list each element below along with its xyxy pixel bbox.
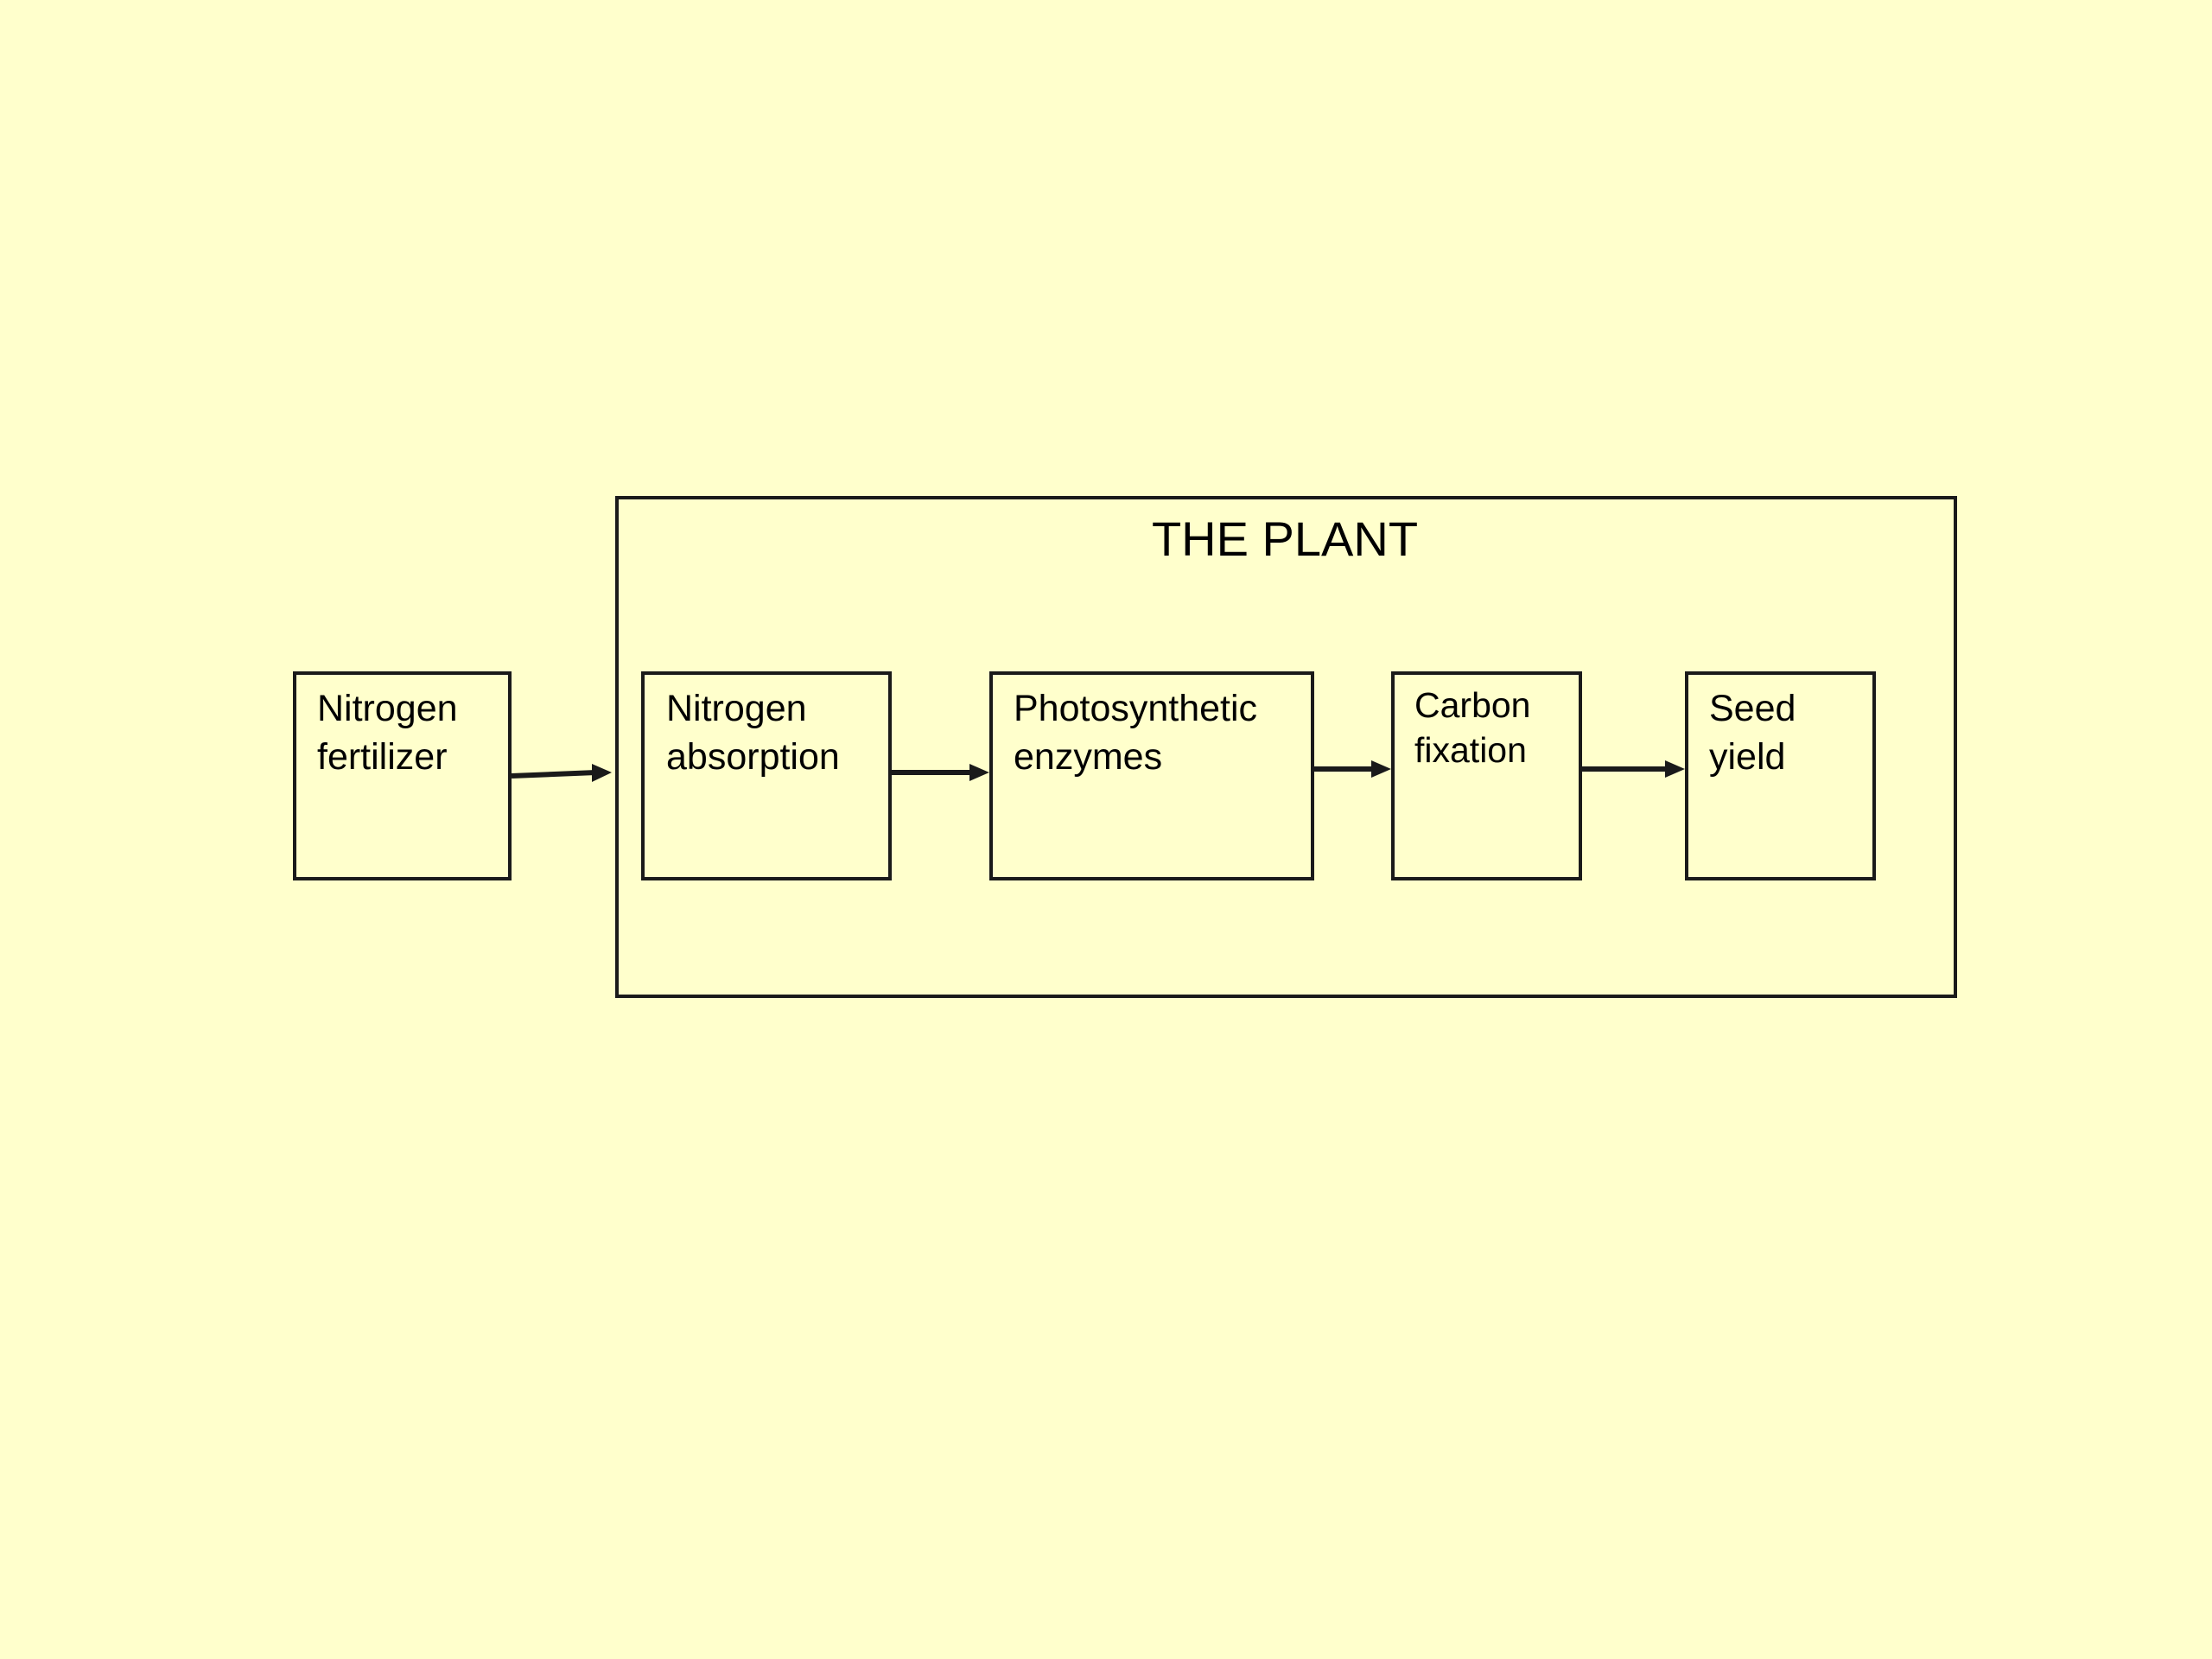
seed-yield-label: Seed yield — [1709, 684, 1796, 781]
seed-yield-line2: yield — [1709, 736, 1786, 778]
photosynthetic-enzymes-label: Photosynthetic enzymes — [1014, 684, 1257, 781]
photosynthetic-enzymes-line1: Photosynthetic — [1014, 688, 1258, 729]
photosynthetic-enzymes-box — [989, 671, 1314, 880]
photosynthetic-enzymes-line2: enzymes — [1014, 736, 1163, 778]
nitrogen-absorption-line2: absorption — [666, 736, 840, 778]
arrow-fertilizer-to-absorption — [511, 764, 612, 782]
carbon-fixation-label: Carbon fixation — [1414, 683, 1530, 772]
nitrogen-absorption-line1: Nitrogen — [666, 688, 807, 729]
arrow-carbon-fixation-to-seed-yield — [1582, 760, 1685, 778]
carbon-fixation-box — [1391, 671, 1582, 880]
nitrogen-fertilizer-line1: Nitrogen — [317, 688, 458, 729]
plant-container — [615, 496, 1957, 998]
plant-title: THE PLANT — [1151, 512, 1419, 566]
nitrogen-fertilizer-line2: fertilizer — [317, 736, 448, 778]
nitrogen-absorption-label: Nitrogen absorption — [666, 684, 840, 781]
seed-yield-line1: Seed — [1709, 688, 1796, 729]
arrow-enzymes-to-carbon-fixation — [1314, 760, 1391, 778]
nitrogen-fertilizer-label: Nitrogen fertilizer — [317, 684, 458, 781]
carbon-fixation-line2: fixation — [1414, 730, 1527, 770]
seed-yield-box — [1685, 671, 1876, 880]
nitrogen-fertilizer-box — [293, 671, 512, 880]
carbon-fixation-line1: Carbon — [1414, 685, 1531, 725]
arrow-absorption-to-enzymes — [892, 764, 989, 781]
nitrogen-absorption-box — [641, 671, 892, 880]
